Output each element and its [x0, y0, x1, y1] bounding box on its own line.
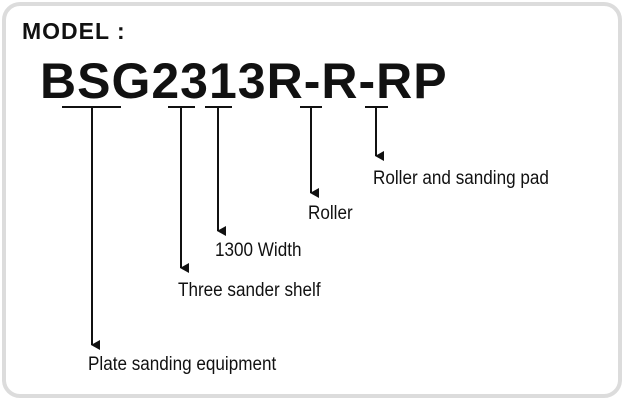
- label-width: 1300 Width: [215, 240, 302, 261]
- model-label: MODEL :: [22, 18, 126, 44]
- label-roller: Roller: [308, 203, 353, 224]
- label-roller-sanding-pad: Roller and sanding pad: [373, 168, 549, 189]
- model-code: BSG2313R-R-RP: [40, 53, 448, 109]
- label-plate-sanding: Plate sanding equipment: [88, 354, 277, 375]
- label-sander-shelf: Three sander shelf: [178, 280, 321, 301]
